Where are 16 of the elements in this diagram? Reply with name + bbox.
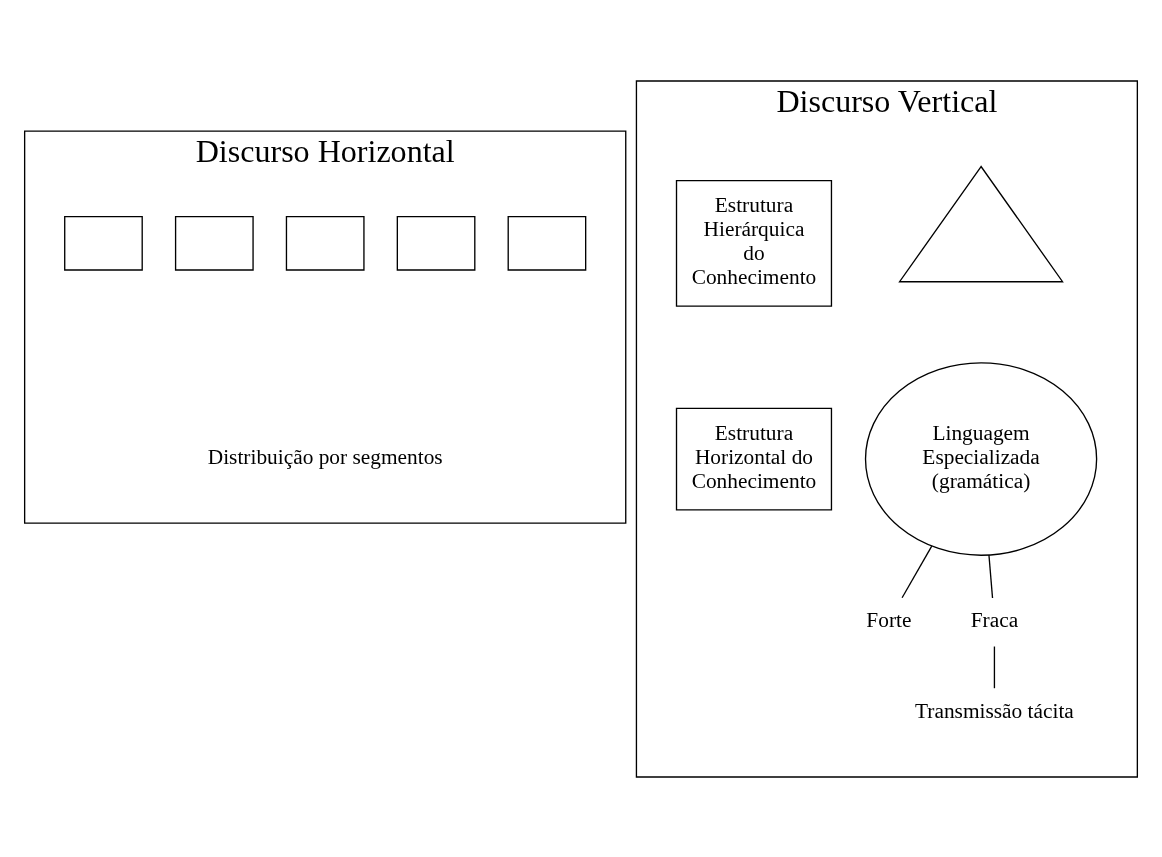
node-box: Estrutura Horizontal do Conhecimento <box>675 407 833 510</box>
node-triangle <box>898 164 1064 282</box>
node-text: Transmissão tácita <box>915 698 1074 723</box>
node-text: Fraca <box>970 607 1019 632</box>
node-box <box>507 215 587 271</box>
node-box <box>285 215 365 271</box>
node-box: Estrutura Hierárquica do Conhecimento <box>675 179 833 307</box>
node-box <box>174 215 254 271</box>
node-box <box>396 215 476 271</box>
node-ellipse: Linguagem Especializada (gramática) <box>864 361 1098 556</box>
connector <box>988 553 994 599</box>
label: Distribuição por segmentos <box>207 444 443 469</box>
connector <box>993 645 996 689</box>
connector <box>901 545 933 598</box>
node-box <box>64 215 143 271</box>
node-text: Forte <box>866 607 912 632</box>
